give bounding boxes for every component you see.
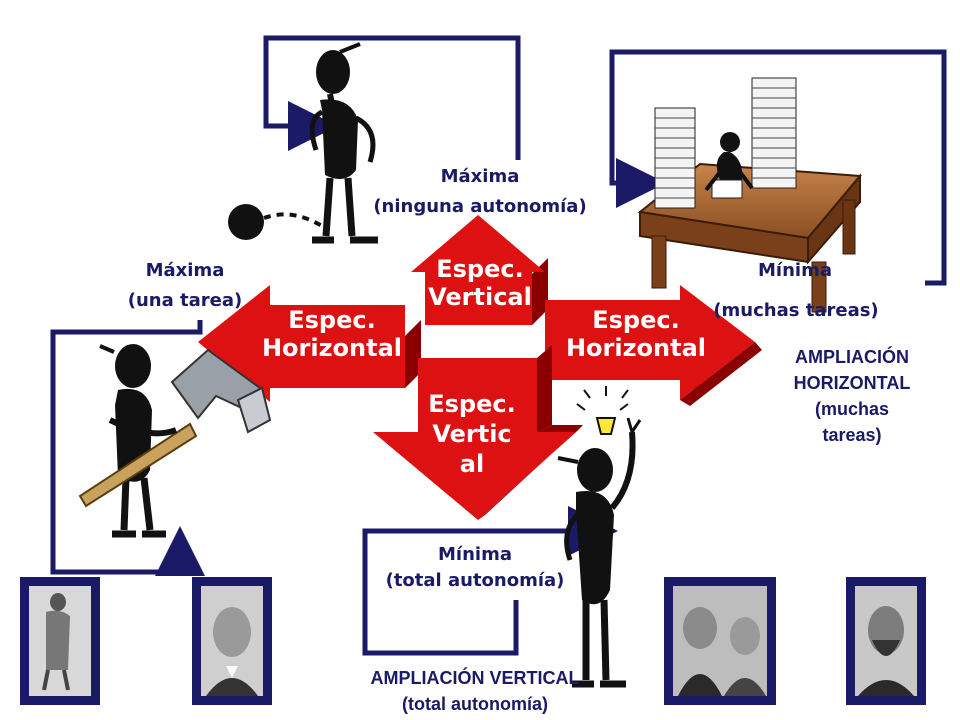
vertical-max-sublabel: (ninguna autonomía) bbox=[373, 196, 587, 217]
arrow-down-line-2: Vertic bbox=[432, 420, 512, 448]
vertical-enlargement-line-2: (total autonomía) bbox=[402, 694, 548, 714]
arrow-right-label: Espec. Horizontal bbox=[556, 306, 716, 362]
frame-left-loop bbox=[50, 320, 205, 576]
frame-right-loop bbox=[609, 49, 947, 286]
horizontal-enlargement-label: AMPLIACIÓN HORIZONTAL (muchas tareas) bbox=[762, 344, 942, 448]
vertical-max-label: Máxima bbox=[440, 166, 520, 187]
horizontal-max-sublabel: (una tarea) bbox=[127, 290, 243, 311]
hammer-worker-figure bbox=[78, 344, 272, 538]
vertical-enlargement-label: AMPLIACIÓN VERTICAL (total autonomía) bbox=[300, 665, 650, 717]
arrow-down-line-3: al bbox=[459, 450, 485, 478]
horizontal-enlargement-line-3: (muchas bbox=[814, 399, 890, 419]
vertical-min-label: Mínima bbox=[438, 544, 512, 565]
arrow-down-label: Espec. Vertic al bbox=[412, 389, 532, 479]
vertical-enlargement-line-1: AMPLIACIÓN VERTICAL bbox=[370, 668, 580, 688]
paper-stack-left bbox=[654, 107, 696, 209]
horizontal-enlargement-line-2: HORIZONTAL bbox=[793, 373, 911, 393]
arrow-down-line-1: Espec. bbox=[428, 390, 516, 418]
frame-bottom-loop bbox=[362, 506, 618, 656]
portrait-3 bbox=[664, 577, 776, 705]
prisoner-figure bbox=[228, 42, 378, 244]
paper-stack-right bbox=[751, 77, 797, 189]
horizontal-min-label: Mínima bbox=[758, 260, 832, 281]
arrow-right-line-1: Espec. bbox=[592, 306, 680, 334]
arrow-left-line-2: Horizontal bbox=[261, 334, 403, 362]
portrait-4 bbox=[846, 577, 926, 705]
arrow-down-vertical bbox=[373, 345, 583, 520]
arrow-left-label: Espec. Horizontal bbox=[252, 306, 412, 362]
horizontal-min-sublabel: (muchas tareas) bbox=[713, 300, 879, 321]
frame-top-loop bbox=[263, 35, 521, 160]
portrait-1 bbox=[20, 577, 100, 705]
arrow-right-horizontal bbox=[545, 285, 762, 406]
arrow-left-horizontal bbox=[198, 285, 421, 402]
arrow-up-line-2: Vertical bbox=[428, 283, 532, 311]
portrait-2 bbox=[192, 577, 272, 705]
horizontal-enlargement-line-4: tareas) bbox=[822, 425, 882, 445]
horizontal-enlargement-line-1: AMPLIACIÓN bbox=[795, 347, 909, 367]
vertical-min-sublabel: (total autonomía) bbox=[385, 570, 565, 591]
arrow-up-vertical bbox=[411, 215, 548, 325]
horizontal-max-label: Máxima bbox=[145, 260, 225, 281]
arrow-up-label: Espec. Vertical bbox=[420, 255, 540, 311]
thinker-idea-figure bbox=[557, 386, 642, 688]
arrow-left-line-1: Espec. bbox=[288, 306, 376, 334]
arrow-right-line-2: Horizontal bbox=[565, 334, 707, 362]
clerk-desk-figure bbox=[637, 77, 863, 313]
arrow-up-line-1: Espec. bbox=[436, 255, 524, 283]
